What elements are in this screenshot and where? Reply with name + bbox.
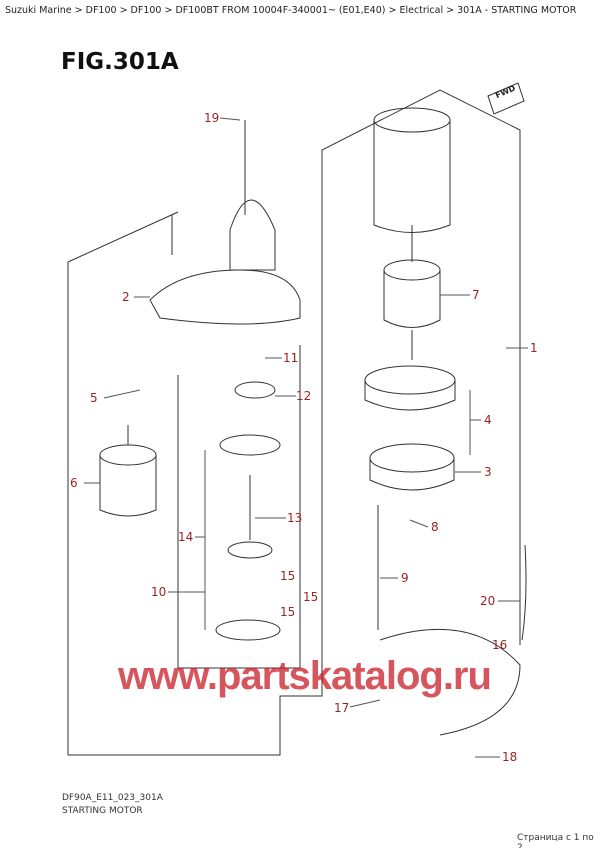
page-indicator: Страница с 1 по 2: [517, 833, 594, 848]
callout-16[interactable]: 16: [492, 638, 508, 652]
callout-1[interactable]: 1: [530, 341, 538, 355]
callout-20[interactable]: 20: [480, 594, 496, 608]
callout-15[interactable]: 15: [303, 590, 319, 604]
diagram-subtitle: STARTING MOTOR: [62, 806, 143, 816]
brush-holder: [364, 365, 456, 411]
fwd-icon: [487, 82, 525, 115]
callout-17[interactable]: 17: [334, 701, 350, 715]
callout-8[interactable]: 8: [431, 520, 439, 534]
breadcrumb[interactable]: Suzuki Marine > DF100 > DF100 > DF100BT …: [5, 5, 577, 16]
drawing-code: DF90A_E11_023_301A: [62, 793, 163, 803]
callout-19[interactable]: 19: [204, 111, 220, 125]
solenoid: [99, 425, 157, 517]
callout-7[interactable]: 7: [472, 288, 480, 302]
pinion-assembly: [215, 381, 281, 641]
callout-10[interactable]: 10: [151, 585, 167, 599]
leader-lines: [84, 117, 528, 758]
callout-13[interactable]: 13: [287, 511, 303, 525]
callout-9[interactable]: 9: [401, 571, 409, 585]
frame-lines: [67, 89, 521, 756]
callout-14[interactable]: 14: [178, 530, 194, 544]
armature: [383, 225, 441, 360]
callout-2[interactable]: 2: [122, 290, 130, 304]
yoke-housing: [373, 107, 451, 233]
battery-cable: [379, 544, 527, 736]
callout-6[interactable]: 6: [70, 476, 78, 490]
end-frame: [369, 443, 455, 491]
callout-15[interactable]: 15: [280, 569, 296, 583]
callout-3[interactable]: 3: [484, 465, 492, 479]
callout-4[interactable]: 4: [484, 413, 492, 427]
callout-18[interactable]: 18: [502, 750, 518, 764]
callout-5[interactable]: 5: [90, 391, 98, 405]
watermark: www.partskatalog.ru: [118, 654, 492, 698]
callout-15[interactable]: 15: [280, 605, 296, 619]
callout-11[interactable]: 11: [283, 351, 299, 365]
gear-housing: [149, 120, 301, 325]
callout-12[interactable]: 12: [296, 389, 312, 403]
figure-title: FIG.301A: [61, 49, 179, 75]
